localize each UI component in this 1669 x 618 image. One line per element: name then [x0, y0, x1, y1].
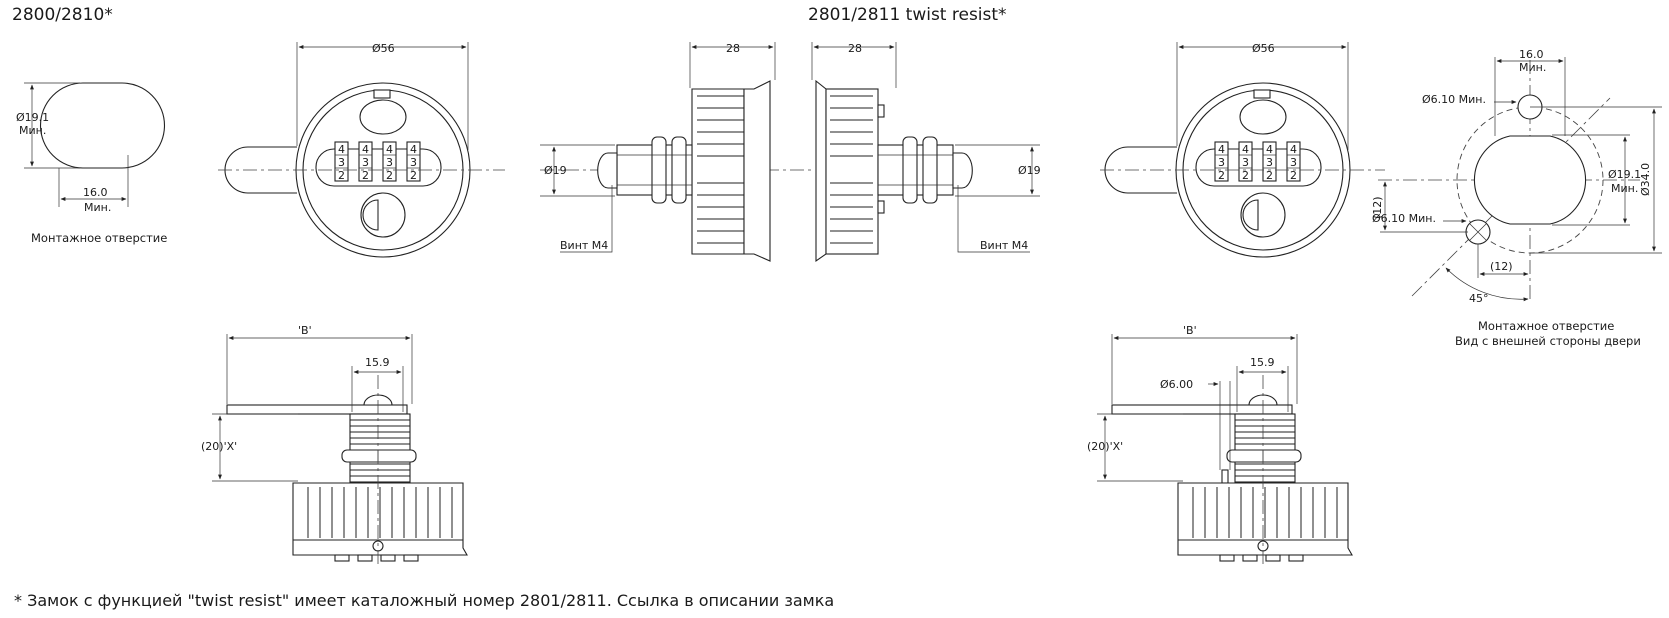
bottom-left-b: 'B'	[298, 324, 312, 337]
svg-text:4: 4	[362, 143, 369, 156]
svg-text:3: 3	[1218, 156, 1225, 169]
bottom-left-width: 15.9	[365, 356, 390, 369]
svg-text:2: 2	[386, 169, 393, 182]
offset-horizontal: (12)	[1490, 260, 1513, 273]
right-cutout-dia: Ø19.1	[1608, 168, 1641, 181]
svg-text:4: 4	[1266, 143, 1273, 156]
front-right-dia: Ø56	[1252, 42, 1275, 55]
left-cutout-caption: Монтажное отверстие	[31, 231, 167, 245]
bottom-left-x: (20)'X'	[201, 440, 237, 453]
svg-text:4: 4	[1290, 143, 1297, 156]
code-wheels-left: 432 432 432 432	[334, 141, 421, 182]
bottom-view-left: 'B' 15.9 (20)'X'	[201, 324, 468, 565]
left-title: 2800/2810*	[12, 5, 113, 25]
left-cutout-dia-sub: Мин.	[19, 124, 46, 137]
offset-vertical: (12)	[1371, 196, 1384, 219]
front-view-right: 432 432 432 432 Ø56	[1100, 42, 1385, 258]
side-view-right: 28 Ø19 Винт М4	[811, 42, 1041, 263]
side-right-screw: Винт М4	[980, 239, 1028, 252]
angle-label: 45°	[1469, 292, 1489, 305]
left-cutout-width-sub: Мин.	[84, 201, 111, 214]
side-left-width: 28	[726, 42, 740, 55]
side-right-width: 28	[848, 42, 862, 55]
bottom-view-right: 'B' 15.9 Ø6.00 (20)'X'	[1087, 324, 1353, 565]
svg-text:2: 2	[1290, 169, 1297, 182]
bottom-right-width: 15.9	[1250, 356, 1275, 369]
left-cutout-width: 16.0	[83, 186, 108, 199]
svg-text:3: 3	[1242, 156, 1249, 169]
right-cutout-width: 16.0	[1519, 48, 1544, 61]
svg-text:2: 2	[1266, 169, 1273, 182]
svg-text:4: 4	[338, 143, 345, 156]
side-right-dia: Ø19	[1018, 164, 1041, 177]
key-override-left	[360, 192, 406, 238]
code-wheels-right: 432 432 432 432	[1214, 141, 1301, 182]
right-mounting-cutout: 16.0 Мин. Ø6.10 Мин. Ø6.10 Мин. Ø19.1 Ми…	[1371, 48, 1662, 348]
svg-text:3: 3	[1290, 156, 1297, 169]
svg-text:4: 4	[410, 143, 417, 156]
svg-text:3: 3	[362, 156, 369, 169]
right-cutout-caption-1: Монтажное отверстие	[1478, 319, 1614, 333]
svg-text:2: 2	[410, 169, 417, 182]
side-left-screw: Винт М4	[560, 239, 608, 252]
right-cutout-dia-sub: Мин.	[1611, 182, 1638, 195]
svg-text:2: 2	[362, 169, 369, 182]
bottom-right-b: 'B'	[1183, 324, 1197, 337]
svg-text:2: 2	[1242, 169, 1249, 182]
left-cutout-dia: Ø19.1	[16, 111, 49, 124]
bottom-right-x: (20)'X'	[1087, 440, 1123, 453]
svg-text:3: 3	[386, 156, 393, 169]
front-left-dia: Ø56	[372, 42, 395, 55]
svg-text:4: 4	[1242, 143, 1249, 156]
svg-text:3: 3	[338, 156, 345, 169]
right-cutout-width-sub: Мин.	[1519, 61, 1546, 74]
hole-bottom-label: Ø6.10 Мин.	[1372, 212, 1436, 225]
left-mounting-cutout: Ø19.1 Мин. 16.0 Мин. Монтажное отверстие	[16, 82, 167, 245]
right-cutout-outer-dia: Ø34.0	[1639, 163, 1652, 196]
svg-text:3: 3	[1266, 156, 1273, 169]
hole-top-label: Ø6.10 Мин.	[1422, 93, 1486, 106]
key-override-right	[1240, 192, 1286, 238]
right-cutout-caption-2: Вид с внешней стороны двери	[1455, 334, 1641, 348]
side-left-dia: Ø19	[544, 164, 567, 177]
footnote: * Замок с функцией "twist resist" имеет …	[14, 591, 834, 610]
svg-text:3: 3	[410, 156, 417, 169]
svg-text:4: 4	[386, 143, 393, 156]
center-title: 2801/2811 twist resist*	[808, 5, 1007, 25]
side-view-left: 28 Ø19 Винт М4	[540, 42, 815, 262]
svg-text:4: 4	[1218, 143, 1225, 156]
svg-text:2: 2	[1218, 169, 1225, 182]
bottom-right-dia: Ø6.00	[1160, 378, 1193, 391]
front-view-left: 432 432 432 432 Ø56	[218, 42, 505, 258]
svg-text:2: 2	[338, 169, 345, 182]
